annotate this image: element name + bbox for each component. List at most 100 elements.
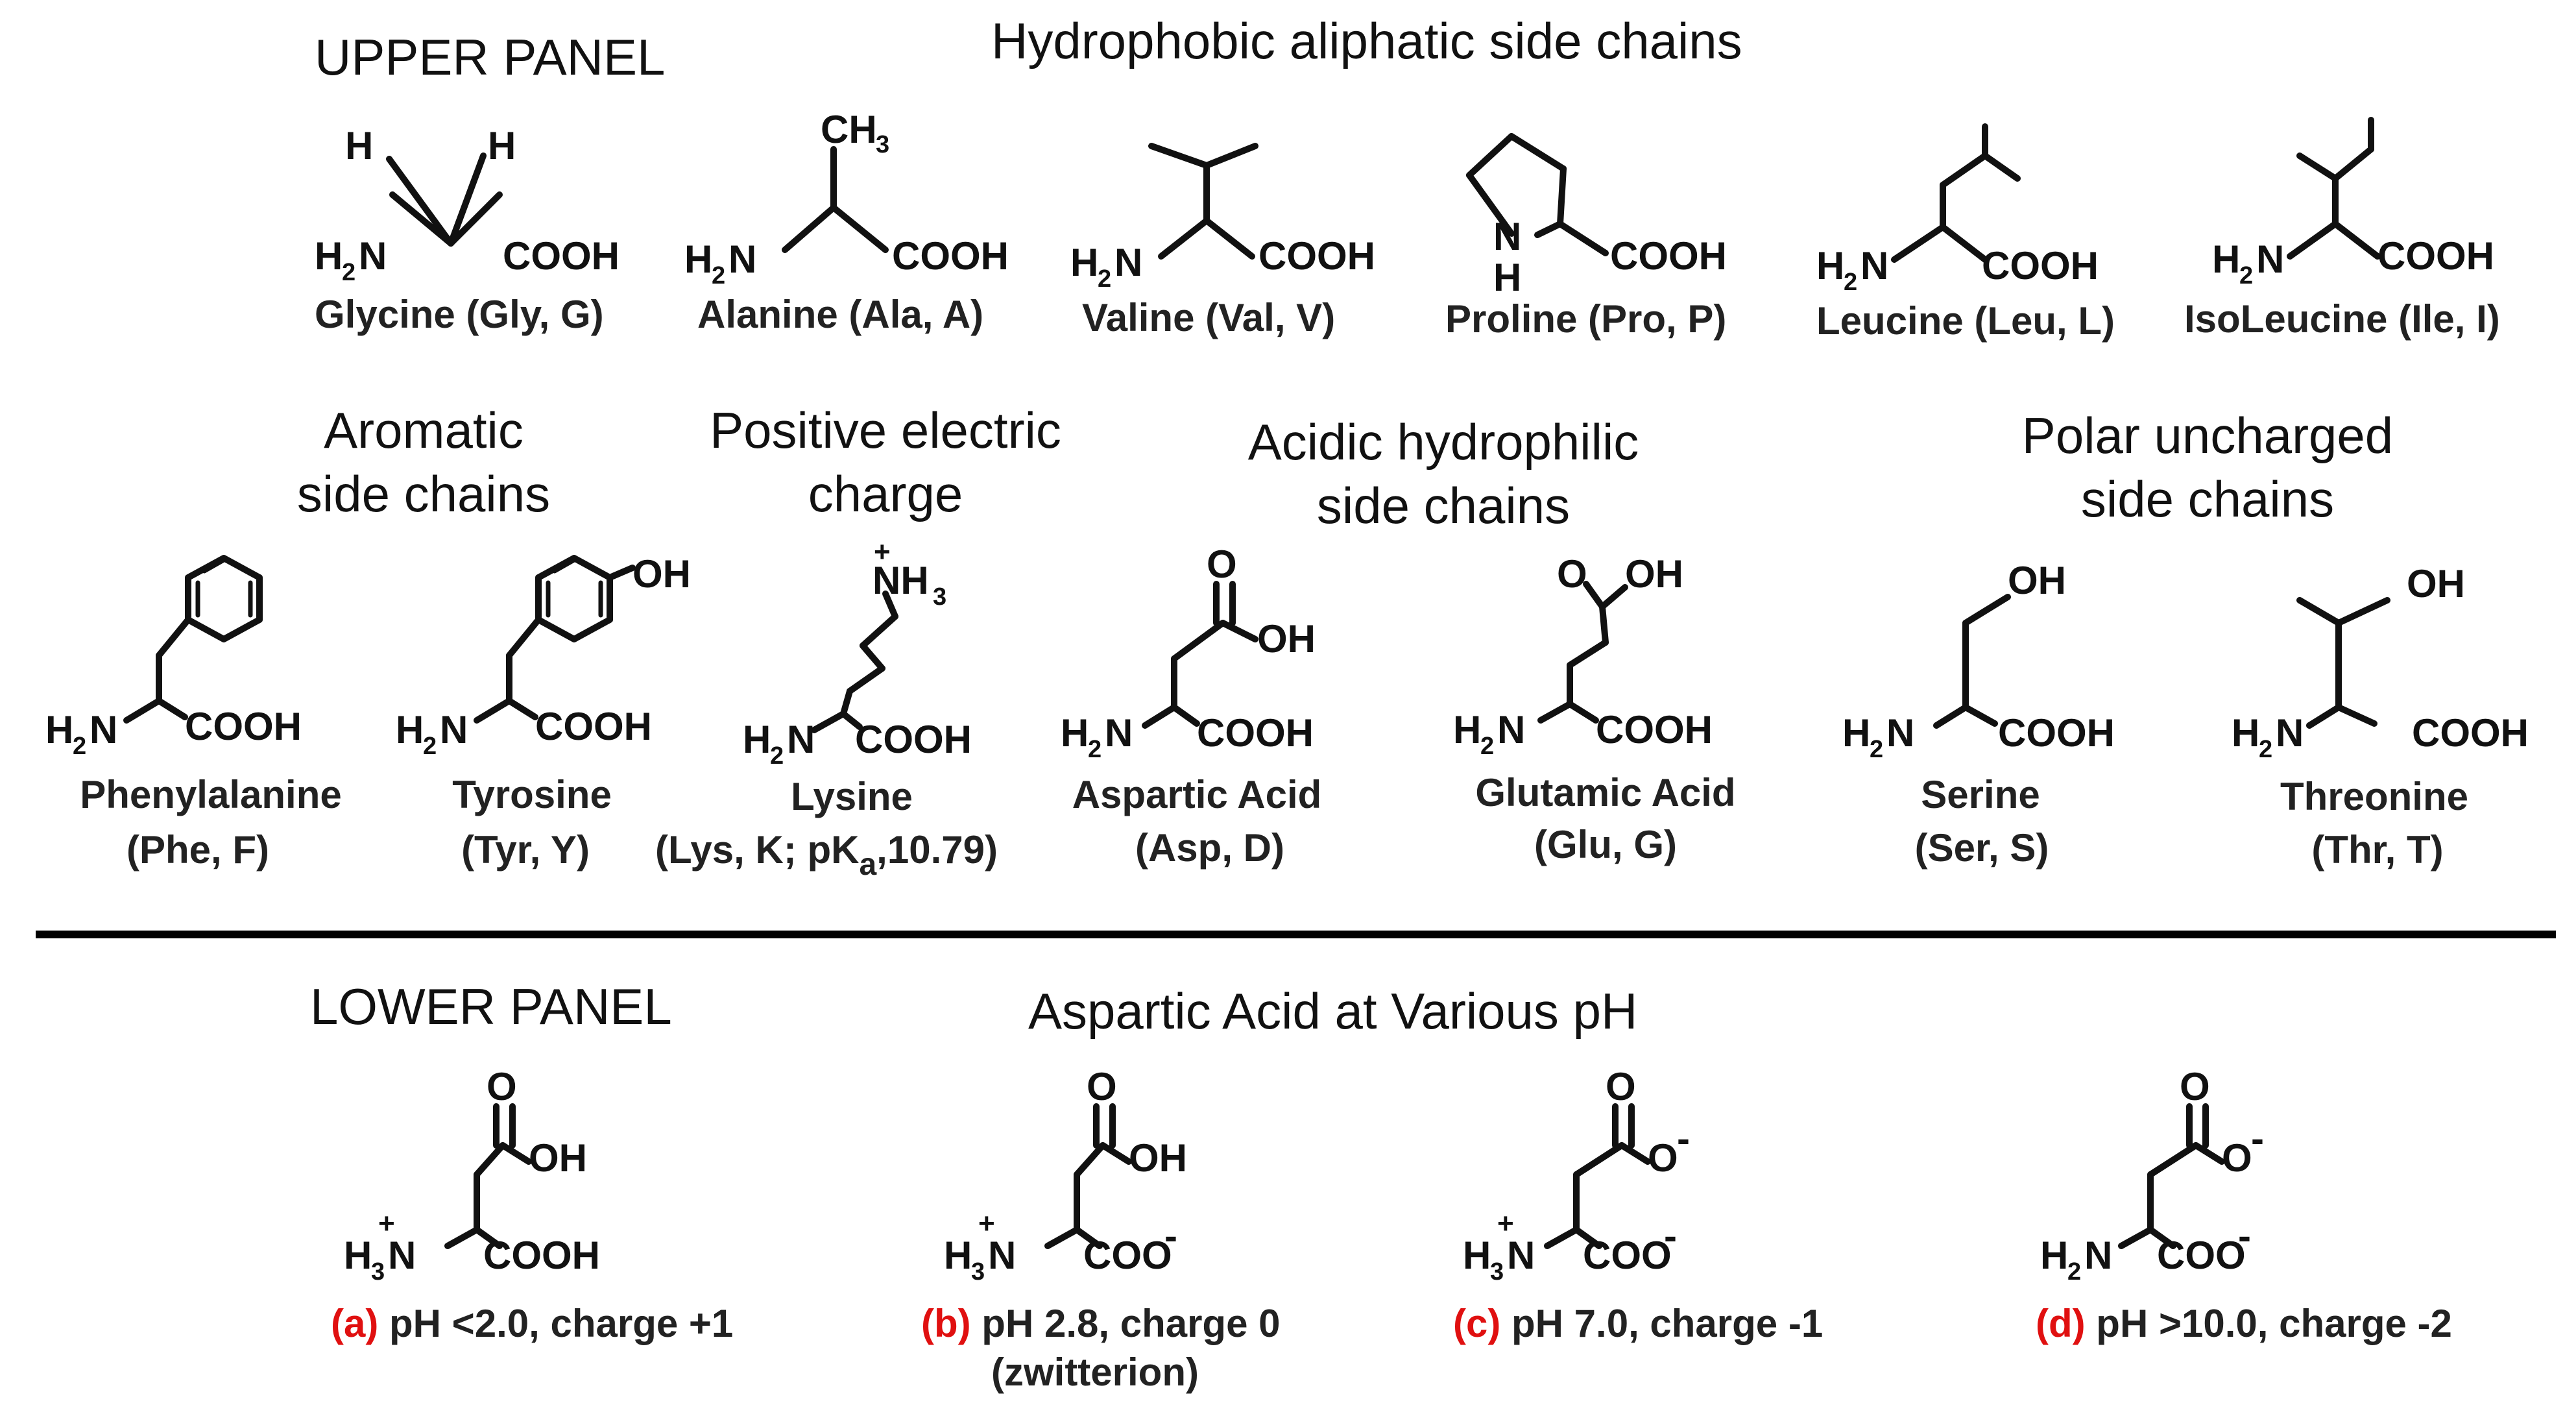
svg-text:N: N	[90, 708, 117, 751]
svg-text:+: +	[1497, 1208, 1514, 1239]
svg-text:H: H	[344, 1234, 372, 1277]
aspartate-state-c-structure: O O - H 3 N + COO -	[1463, 1065, 1690, 1286]
svg-text:OH: OH	[2407, 562, 2465, 605]
svg-text:N: N	[1860, 244, 1888, 287]
svg-text:H: H	[1070, 241, 1098, 284]
lysine-code: (Lys, K; pKa,10.79)	[655, 828, 998, 882]
svg-text:OH: OH	[2008, 559, 2066, 602]
svg-text:-: -	[1677, 1117, 1690, 1160]
lysine-name: Lysine	[791, 775, 913, 818]
svg-text:H: H	[315, 234, 343, 278]
glycine-structure: H H H 2 N COOH	[315, 124, 620, 286]
svg-text:COOH: COOH	[855, 718, 972, 761]
svg-text:COOH: COOH	[535, 705, 652, 748]
svg-text:H: H	[345, 124, 373, 167]
glutamic-acid-structure: O OH H 2 N COOH	[1453, 552, 1713, 760]
svg-text:+: +	[978, 1208, 995, 1239]
svg-text:OH: OH	[529, 1136, 587, 1180]
state-b-caption: (b) pH 2.8, charge 0	[921, 1302, 1281, 1345]
svg-text:2: 2	[2239, 262, 2253, 289]
svg-text:O: O	[487, 1065, 517, 1108]
svg-text:H: H	[1061, 711, 1089, 755]
phenylalanine-structure: H 2 N COOH	[45, 555, 302, 760]
svg-text:-: -	[1664, 1214, 1677, 1258]
isoleucine-name: IsoLeucine (Ile, I)	[2184, 297, 2500, 341]
phenylalanine-code: (Phe, F)	[126, 828, 269, 872]
svg-text:N: N	[728, 238, 756, 281]
svg-text:3: 3	[876, 131, 889, 158]
svg-text:N: N	[787, 718, 815, 761]
svg-text:N: N	[1493, 215, 1521, 258]
threonine-code: (Thr, T)	[2311, 828, 2443, 872]
svg-text:H: H	[684, 238, 712, 281]
svg-text:CH: CH	[821, 108, 877, 151]
polar-heading-line2: side chains	[2081, 470, 2334, 528]
svg-text:OH: OH	[1257, 617, 1316, 661]
svg-text:2: 2	[342, 259, 355, 286]
svg-text:COOH: COOH	[1982, 244, 2099, 287]
acidic-heading-line1: Acidic hydrophilic	[1248, 413, 1639, 470]
svg-text:N: N	[988, 1234, 1016, 1277]
svg-text:COOH: COOH	[503, 234, 620, 278]
proline-name: Proline (Pro, P)	[1445, 297, 1726, 341]
svg-text:+: +	[874, 536, 891, 568]
svg-text:COOH: COOH	[1998, 711, 2115, 755]
svg-text:OH: OH	[1129, 1136, 1187, 1180]
positive-heading-line1: Positive electric	[710, 402, 1061, 459]
threonine-name: Threonine	[2280, 775, 2468, 818]
leucine-name: Leucine (Leu, L)	[1816, 299, 2115, 343]
svg-text:H: H	[396, 708, 424, 751]
aspartic-acid-structure: O OH H 2 N COOH	[1061, 542, 1316, 763]
svg-text:OH: OH	[632, 552, 691, 596]
aspartate-state-d-structure: O O - H 2 N COO -	[2040, 1065, 2264, 1286]
svg-text:-: -	[2238, 1214, 2251, 1258]
svg-text:3: 3	[933, 583, 946, 611]
svg-text:COO: COO	[2157, 1234, 2246, 1277]
proline-structure: N H COOH	[1466, 133, 1727, 299]
glutamic-acid-code: (Glu, G)	[1534, 823, 1677, 866]
svg-text:O: O	[1087, 1065, 1117, 1108]
svg-text:H: H	[488, 124, 516, 167]
svg-text:O: O	[1606, 1065, 1636, 1108]
acidic-heading-line2: side chains	[1317, 477, 1570, 534]
upper-panel-label: UPPER PANEL	[315, 29, 665, 86]
svg-text:COOH: COOH	[483, 1234, 600, 1277]
svg-text:2: 2	[1098, 265, 1111, 293]
svg-text:COOH: COOH	[1197, 711, 1314, 755]
svg-text:COOH: COOH	[2412, 711, 2529, 755]
svg-text:2: 2	[770, 742, 784, 770]
svg-text:N: N	[2276, 711, 2304, 755]
svg-text:COOH: COOH	[2377, 234, 2494, 278]
state-b-caption-line2: (zwitterion)	[991, 1350, 1199, 1394]
state-c-caption: (c) pH 7.0, charge -1	[1453, 1302, 1823, 1345]
glycine-name: Glycine (Gly, G)	[315, 293, 604, 336]
lysine-structure: + NH 3 H 2 N COOH	[743, 536, 972, 770]
aromatic-heading-line2: side chains	[297, 465, 550, 522]
svg-text:NH: NH	[873, 559, 929, 602]
isoleucine-structure: H 2 N COOH	[2212, 117, 2494, 289]
lower-title: Aspartic Acid at Various pH	[1028, 982, 1637, 1040]
svg-text:COOH: COOH	[1610, 234, 1727, 278]
valine-name: Valine (Val, V)	[1082, 296, 1335, 339]
aspartate-state-b-structure: O OH H 3 N + COO -	[944, 1065, 1187, 1286]
tyrosine-name: Tyrosine	[452, 773, 612, 816]
leucine-structure: H 2 N COOH	[1816, 123, 2099, 296]
svg-text:H: H	[1842, 711, 1870, 755]
state-a-caption: (a) pH <2.0, charge +1	[331, 1302, 733, 1345]
svg-text:COOH: COOH	[892, 234, 1009, 278]
svg-text:H: H	[944, 1234, 972, 1277]
svg-text:2: 2	[712, 262, 725, 289]
svg-text:2: 2	[1870, 736, 1883, 763]
tyrosine-structure: OH H 2 N COOH	[396, 552, 691, 760]
aspartic-acid-code: (Asp, D)	[1135, 826, 1284, 870]
alanine-structure: CH 3 H 2 N COOH	[684, 108, 1009, 289]
aliphatic-title: Hydrophobic aliphatic side chains	[991, 12, 1742, 69]
svg-text:3: 3	[371, 1258, 385, 1286]
alanine-name: Alanine (Ala, A)	[697, 293, 983, 336]
state-d-caption: (d) pH >10.0, charge -2	[2036, 1302, 2452, 1345]
svg-text:COOH: COOH	[185, 705, 302, 748]
svg-text:2: 2	[2067, 1258, 2081, 1286]
svg-text:2: 2	[1844, 269, 1857, 296]
glutamic-acid-name: Glutamic Acid	[1475, 771, 1735, 814]
